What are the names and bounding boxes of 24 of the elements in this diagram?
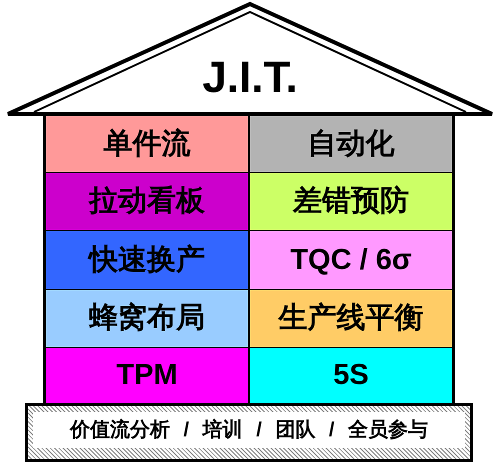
foundation-label: 价值流分析 / 培训 / 团队 / 全员参与: [70, 420, 428, 440]
pillar-label: TPM: [116, 361, 178, 390]
pillar-label: TQC / 6σ: [290, 246, 412, 274]
roof-title: J.I.T.: [202, 56, 298, 100]
pillar-block: [46, 231, 248, 289]
pillar-block: [250, 173, 452, 230]
pillar-block: [46, 173, 248, 230]
pillar-block: [250, 116, 452, 172]
pillar-label: 差错预防: [293, 187, 409, 216]
pillar-block: [250, 290, 452, 347]
pillar-block: [250, 348, 452, 403]
pillar-label: 蜂窝布局: [89, 304, 205, 333]
roof: [4, 0, 496, 116]
pillar-label: 生产线平衡: [278, 304, 424, 333]
pillar-label: 拉动看板: [89, 187, 205, 216]
pillar-label: 5S: [333, 361, 369, 390]
pillar-label: 快速换产: [89, 246, 205, 274]
pillar-label: 单件流: [104, 130, 190, 158]
pillar-block: [46, 116, 248, 172]
pillar-block: [46, 348, 248, 403]
pillar-label: 自动化: [308, 130, 394, 158]
pillar-block: [46, 290, 248, 347]
foundation-bar: [25, 403, 473, 462]
pillar-block: [250, 231, 452, 289]
